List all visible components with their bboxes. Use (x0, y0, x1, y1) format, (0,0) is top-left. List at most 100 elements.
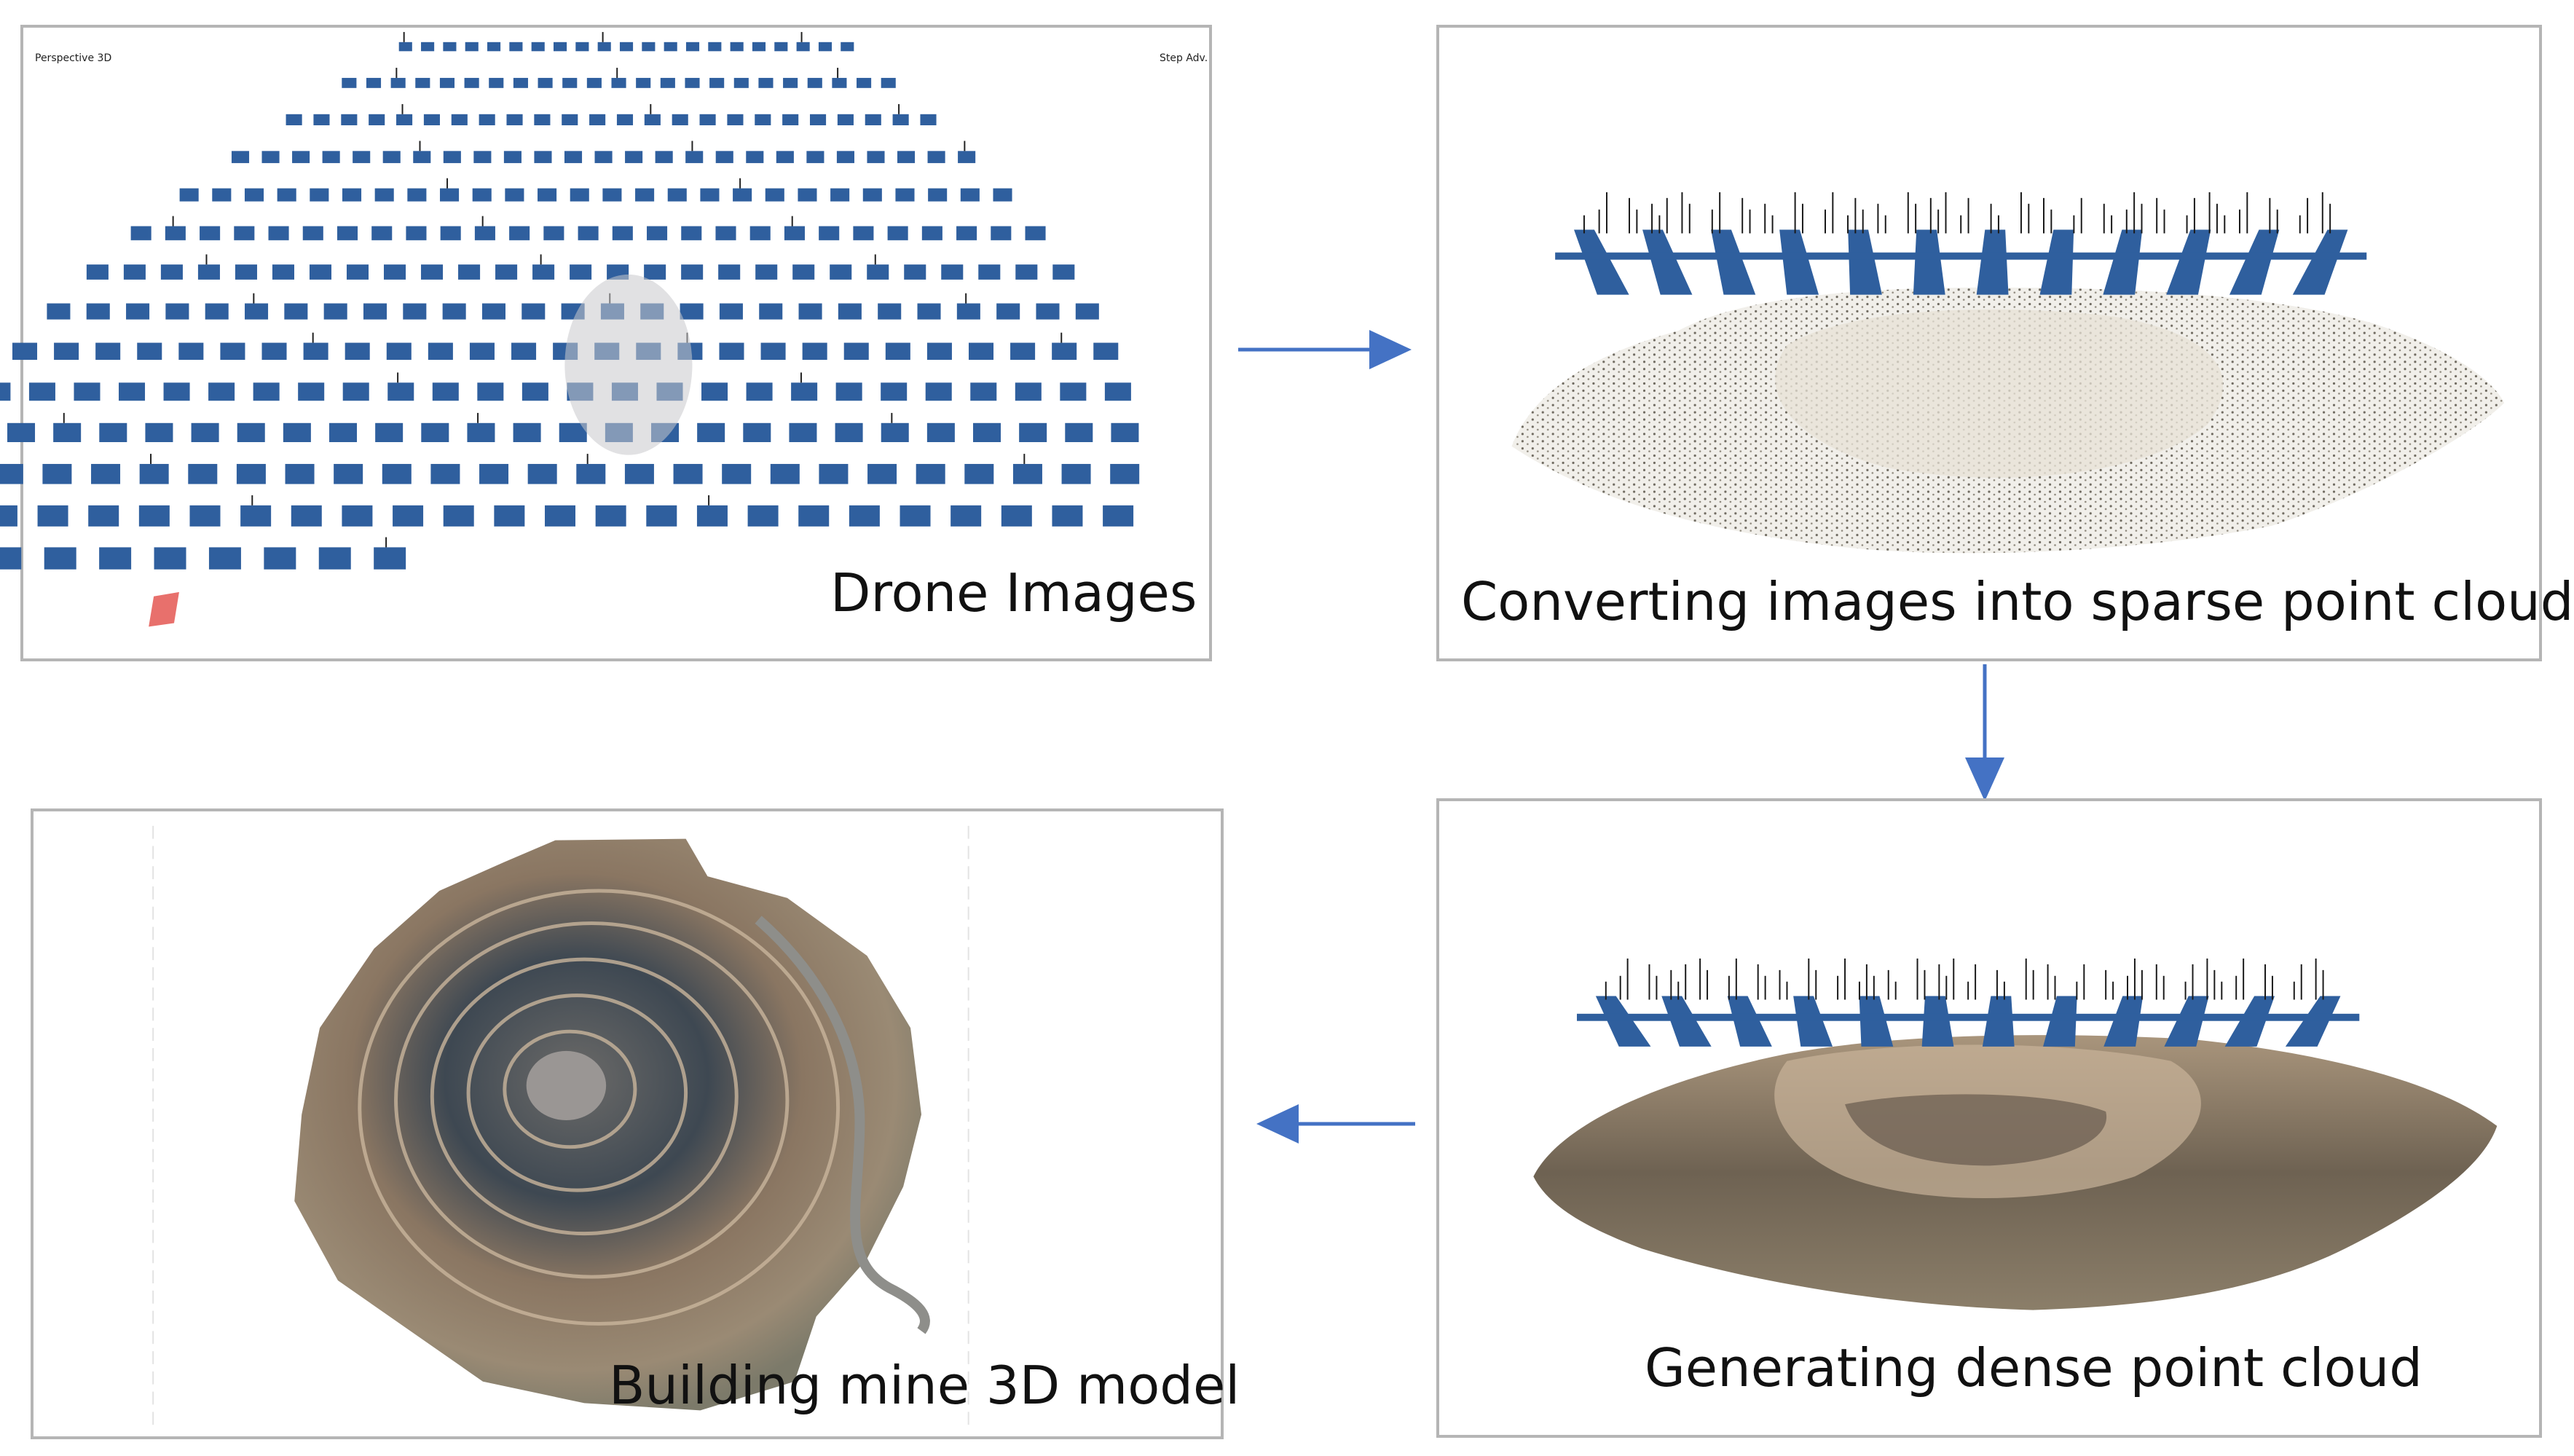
camera-frame (513, 422, 541, 443)
camera-frame (1001, 505, 1032, 527)
camera-frame (313, 114, 330, 126)
camera-frame (836, 151, 854, 163)
camera-frame (642, 42, 656, 52)
camera-frame (578, 226, 599, 240)
camera-frame (415, 77, 430, 88)
camera-frame (189, 505, 221, 527)
camera-frame (88, 505, 119, 527)
camera-frame (996, 303, 1020, 320)
camera-frame (667, 188, 687, 202)
camera-frame (792, 264, 815, 280)
camera-frame (570, 264, 592, 280)
camera-frame (522, 303, 546, 320)
camera-frame (342, 505, 373, 527)
camera-frame (892, 114, 909, 126)
camera-frame (235, 264, 257, 280)
camera-frame (369, 114, 385, 126)
camera-frame (298, 382, 325, 401)
camera-frame (973, 422, 1001, 443)
camera-frame (477, 382, 504, 401)
camera-frame (699, 114, 716, 126)
camera-frame (700, 188, 720, 202)
camera-frame (513, 77, 528, 88)
camera-frame (818, 42, 833, 52)
camera-frame (1111, 422, 1139, 443)
camera-frame (47, 303, 71, 320)
camera-frame (334, 463, 363, 484)
camera-frame (509, 226, 530, 240)
camera-frame (917, 303, 941, 320)
camera-frame (672, 114, 688, 126)
camera-strip (1793, 996, 1833, 1047)
panel-drone-images: Perspective 3D Step Adv. Drone Images (0, 25, 1212, 661)
camera-frame (534, 114, 551, 126)
camera-frame (374, 547, 406, 570)
camera-frame (323, 303, 347, 320)
camera-frame (970, 382, 997, 401)
camera-frame (423, 114, 440, 126)
camera-frame (346, 264, 369, 280)
camera-frame (798, 303, 822, 320)
camera-frame (594, 151, 613, 163)
camera-frame (487, 42, 501, 52)
camera-frame (318, 547, 351, 570)
camera-frame (927, 151, 945, 163)
camera-frame (545, 505, 576, 527)
camera-frame (179, 188, 199, 202)
camera-frame (543, 226, 564, 240)
camera-frame (685, 42, 700, 52)
camera-frame (802, 342, 827, 361)
camera-frame (42, 463, 72, 484)
camera-frame (719, 303, 743, 320)
camera-strip (1976, 229, 2009, 295)
camera-strip (2103, 229, 2143, 295)
panel-dense-point-cloud: Generating dense point cloud (1436, 798, 2542, 1438)
dense-cloud-view (1533, 959, 2498, 1310)
camera-frame (336, 226, 358, 240)
camera-frame (403, 303, 427, 320)
camera-frame (921, 226, 942, 240)
camera-frame (1052, 264, 1075, 280)
camera-frame (722, 463, 752, 484)
camera-frame (383, 264, 406, 280)
camera-frame (673, 463, 703, 484)
camera-frame (407, 188, 427, 202)
camera-frame (284, 303, 308, 320)
camera-frame (798, 505, 830, 527)
camera-frame (506, 114, 523, 126)
camera-frame (342, 382, 369, 401)
camera-frame (74, 382, 101, 401)
camera-frame (439, 77, 455, 88)
camera-frame (387, 382, 414, 401)
camera-frame (733, 188, 752, 202)
camera-frame (612, 226, 633, 240)
camera-frame (0, 547, 22, 570)
camera-frame (509, 42, 523, 52)
camera-strip (2166, 229, 2211, 295)
camera-frame (342, 77, 357, 88)
camera-frame (451, 114, 468, 126)
camera-frame (697, 422, 725, 443)
camera-frame (244, 188, 264, 202)
camera-frame (635, 188, 655, 202)
camera-frame (553, 42, 567, 52)
camera-frame (44, 547, 76, 570)
camera-frame (774, 42, 788, 52)
camera-frame (503, 151, 522, 163)
camera-frame (511, 342, 537, 361)
camera-frame (481, 303, 505, 320)
camera-frame (806, 151, 824, 163)
camera-frame (1010, 342, 1036, 361)
camera-frame (782, 114, 799, 126)
camera-frame (881, 422, 909, 443)
camera-frame (832, 77, 847, 88)
camera-frame (472, 188, 492, 202)
camera-frame (430, 463, 460, 484)
camera-frame (1019, 422, 1047, 443)
camera-frame (611, 77, 626, 88)
camera-frame (197, 264, 220, 280)
camera-frame (240, 505, 272, 527)
camera-frame (636, 77, 651, 88)
camera-frame (897, 151, 916, 163)
camera-frame (960, 188, 980, 202)
